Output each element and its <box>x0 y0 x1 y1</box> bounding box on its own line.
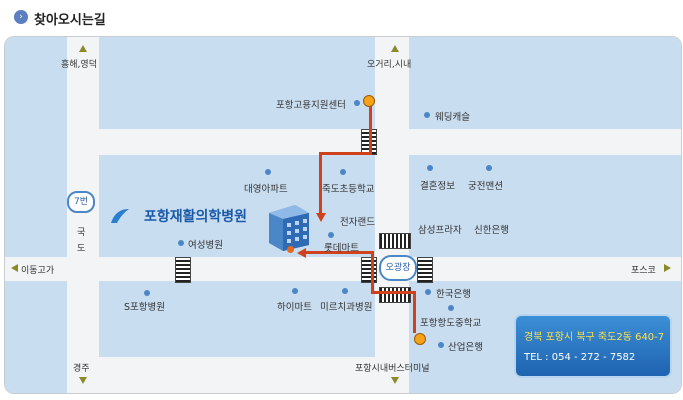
landmark-dot <box>342 288 348 294</box>
landmark-jukdo: 죽도초등학교 <box>322 184 375 195</box>
route-line <box>319 152 372 155</box>
landmark-shinhan: 신한은행 <box>474 225 509 236</box>
route-line <box>305 251 374 254</box>
crosswalk <box>379 287 411 303</box>
block-sw <box>5 281 67 393</box>
start-pin-icon <box>363 95 375 107</box>
hospital-name: 포항재활의학병원 <box>144 209 248 225</box>
block-s <box>99 281 375 357</box>
address-text: 경북 포항시 북구 죽도2동 640-7 <box>524 332 665 343</box>
landmark-dot <box>448 305 454 311</box>
intersection-badge: 오광장 <box>379 255 417 281</box>
page-header: › 찾아오시는길 <box>0 0 683 34</box>
road-south-right: 포항시내버스터미널 <box>355 364 430 374</box>
phone-text: TEL : 054 - 272 - 7582 <box>524 352 636 363</box>
landmark-dot <box>486 165 492 171</box>
route-line <box>371 251 374 294</box>
landmark-dot <box>178 240 184 246</box>
block-east <box>409 155 681 257</box>
landmark-marriage: 결혼정보 <box>420 181 455 192</box>
landmark-dot <box>328 232 334 238</box>
route-line <box>369 105 372 155</box>
landmark-dot <box>292 288 298 294</box>
crosswalk <box>417 257 433 283</box>
landmark-sanup: 산업은행 <box>448 342 483 353</box>
landmark-dot <box>354 100 360 106</box>
road-north-left: 흥해,영덕 <box>61 60 97 70</box>
landmark-dot <box>427 165 433 171</box>
landmark-dot <box>340 169 346 175</box>
landmark-samsung: 삼성프라자 <box>418 225 462 236</box>
block-nw <box>5 37 67 257</box>
road-west: 이동고가 <box>21 266 55 276</box>
landmark-s-hospital: S포항병원 <box>124 302 165 313</box>
landmark-himart: 하이마트 <box>277 302 312 313</box>
crosswalk <box>361 257 377 283</box>
landmark-dot <box>265 169 271 175</box>
address-info-box: 경북 포항시 북구 죽도2동 640-7 TEL : 054 - 272 - 7… <box>516 316 670 376</box>
arrow-up-icon <box>391 45 399 52</box>
landmark-electronics: 전자랜드 <box>340 217 375 228</box>
arrow-right-icon <box>664 264 671 272</box>
landmark-dot <box>425 289 431 295</box>
route-arrow-icon <box>297 248 306 258</box>
hospital-building-icon <box>269 205 309 251</box>
landmark-dot <box>424 112 430 118</box>
block-ne <box>409 37 681 129</box>
arrow-up-icon <box>79 45 87 52</box>
national-road-label-1: 국 <box>77 228 86 238</box>
route-number-badge: 7번 <box>67 191 95 213</box>
hospital-marker-icon <box>287 246 294 253</box>
block-center <box>99 155 375 257</box>
arrow-down-icon <box>79 377 87 384</box>
landmark-lotte: 롯데마트 <box>324 243 359 254</box>
route-line <box>371 291 416 294</box>
landmark-yeoseong: 여성병원 <box>188 240 223 251</box>
crosswalk <box>379 233 411 249</box>
landmark-employment: 포항고용지원센터 <box>276 100 346 111</box>
landmark-hanguk: 한국은행 <box>436 289 471 300</box>
national-road-label-2: 도 <box>77 244 86 254</box>
chevron-right-icon: › <box>14 10 28 24</box>
map: 흥해,영덕 오거리,시내 이동고가 포스코 경주 포항시내버스터미널 7번 국 … <box>4 36 682 394</box>
landmark-dot <box>438 342 444 348</box>
landmark-hangdo: 포항항도중학교 <box>420 318 482 329</box>
landmark-dental: 미르치과병원 <box>320 302 373 313</box>
page-title: 찾아오시는길 <box>34 13 106 28</box>
start-pin-icon <box>414 333 426 345</box>
hospital-logo-icon <box>111 209 129 223</box>
road-north-right: 오거리,시내 <box>367 60 412 70</box>
landmark-daeyoung: 대영아파트 <box>244 184 288 195</box>
arrow-down-icon <box>391 377 399 384</box>
crosswalk <box>175 257 191 283</box>
road-east: 포스코 <box>631 266 656 276</box>
route-arrow-icon <box>316 213 326 222</box>
block-n <box>99 37 375 129</box>
landmark-gungjeon: 궁전맨션 <box>468 181 503 192</box>
landmark-wedding: 웨딩캐슬 <box>435 112 470 123</box>
arrow-left-icon <box>11 264 18 272</box>
landmark-dot <box>144 290 150 296</box>
road-south-left: 경주 <box>73 364 90 374</box>
route-line <box>319 152 322 216</box>
route-line <box>413 291 416 333</box>
